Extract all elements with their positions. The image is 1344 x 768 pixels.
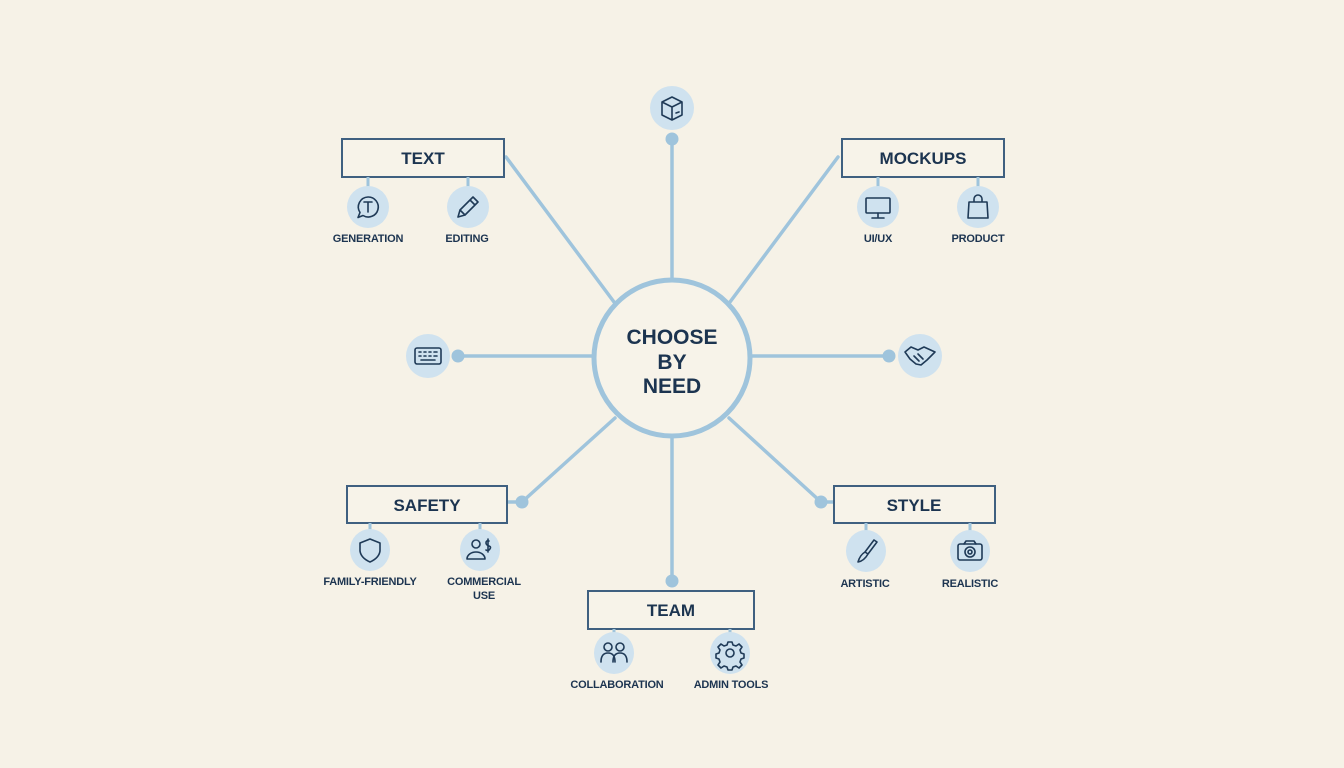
branch-text: TEXT GENERATION EDITING [333, 138, 505, 245]
item-label: COMMERCIAL [447, 576, 521, 588]
item-label: UI/UX [864, 233, 893, 245]
pencil-icon [447, 186, 489, 228]
connectors [451, 132, 896, 588]
item-label: ADMIN TOOLS [694, 679, 769, 691]
center-label: BY [657, 351, 686, 374]
shield-icon [350, 529, 390, 571]
handshake-icon [898, 334, 942, 378]
shopping-bag-icon [957, 186, 999, 228]
center-label: NEED [643, 375, 701, 398]
gear-icon [710, 632, 750, 674]
branch-mockups: MOCKUPS UI/UX PRODUCT [841, 138, 1005, 245]
category-label: STYLE [887, 496, 942, 515]
user-dollar-icon [460, 529, 500, 571]
connector-text [504, 155, 616, 304]
connector-dot [882, 349, 896, 363]
connector-dot [515, 495, 529, 509]
branch-team: TEAM COLLABORATION ADMIN TOOLS [570, 590, 769, 691]
center-node: CHOOSE BY NEED [591, 277, 753, 439]
item-label: PRODUCT [952, 233, 1005, 245]
item-label: ARTISTIC [840, 578, 889, 590]
category-box [587, 590, 755, 630]
camera-icon [950, 530, 990, 572]
speech-bubble-t-icon [347, 186, 389, 228]
item-label: FAMILY-FRIENDLY [323, 576, 417, 588]
category-box [346, 485, 508, 524]
item-label: REALISTIC [942, 578, 999, 590]
item-label: COLLABORATION [570, 679, 663, 691]
connector-dot [451, 349, 465, 363]
item-label: GENERATION [333, 233, 404, 245]
paintbrush-icon [846, 530, 886, 572]
category-label: MOCKUPS [880, 149, 967, 168]
connector-dot [814, 495, 828, 509]
category-label: SAFETY [393, 496, 461, 515]
item-label: EDITING [445, 233, 488, 245]
connector-dot [665, 132, 679, 146]
connector-dot [665, 574, 679, 588]
category-label: TEXT [401, 149, 445, 168]
users-icon [594, 632, 634, 674]
monitor-icon [857, 186, 899, 228]
keyboard-icon [406, 334, 450, 378]
branch-style: STYLE ARTISTIC REALISTIC [833, 485, 999, 590]
connector-style [727, 416, 823, 504]
item-label: USE [473, 590, 495, 602]
category-box [841, 138, 1005, 178]
box-icon [650, 86, 694, 130]
category-box [833, 485, 996, 524]
category-label: TEAM [647, 601, 695, 620]
category-box [341, 138, 505, 178]
branch-safety: SAFETY FAMILY-FRIENDLY COMMERCIAL USE [323, 485, 522, 602]
center-label: CHOOSE [626, 326, 717, 349]
connector-mockups [728, 155, 840, 304]
connector-safety [520, 416, 617, 504]
